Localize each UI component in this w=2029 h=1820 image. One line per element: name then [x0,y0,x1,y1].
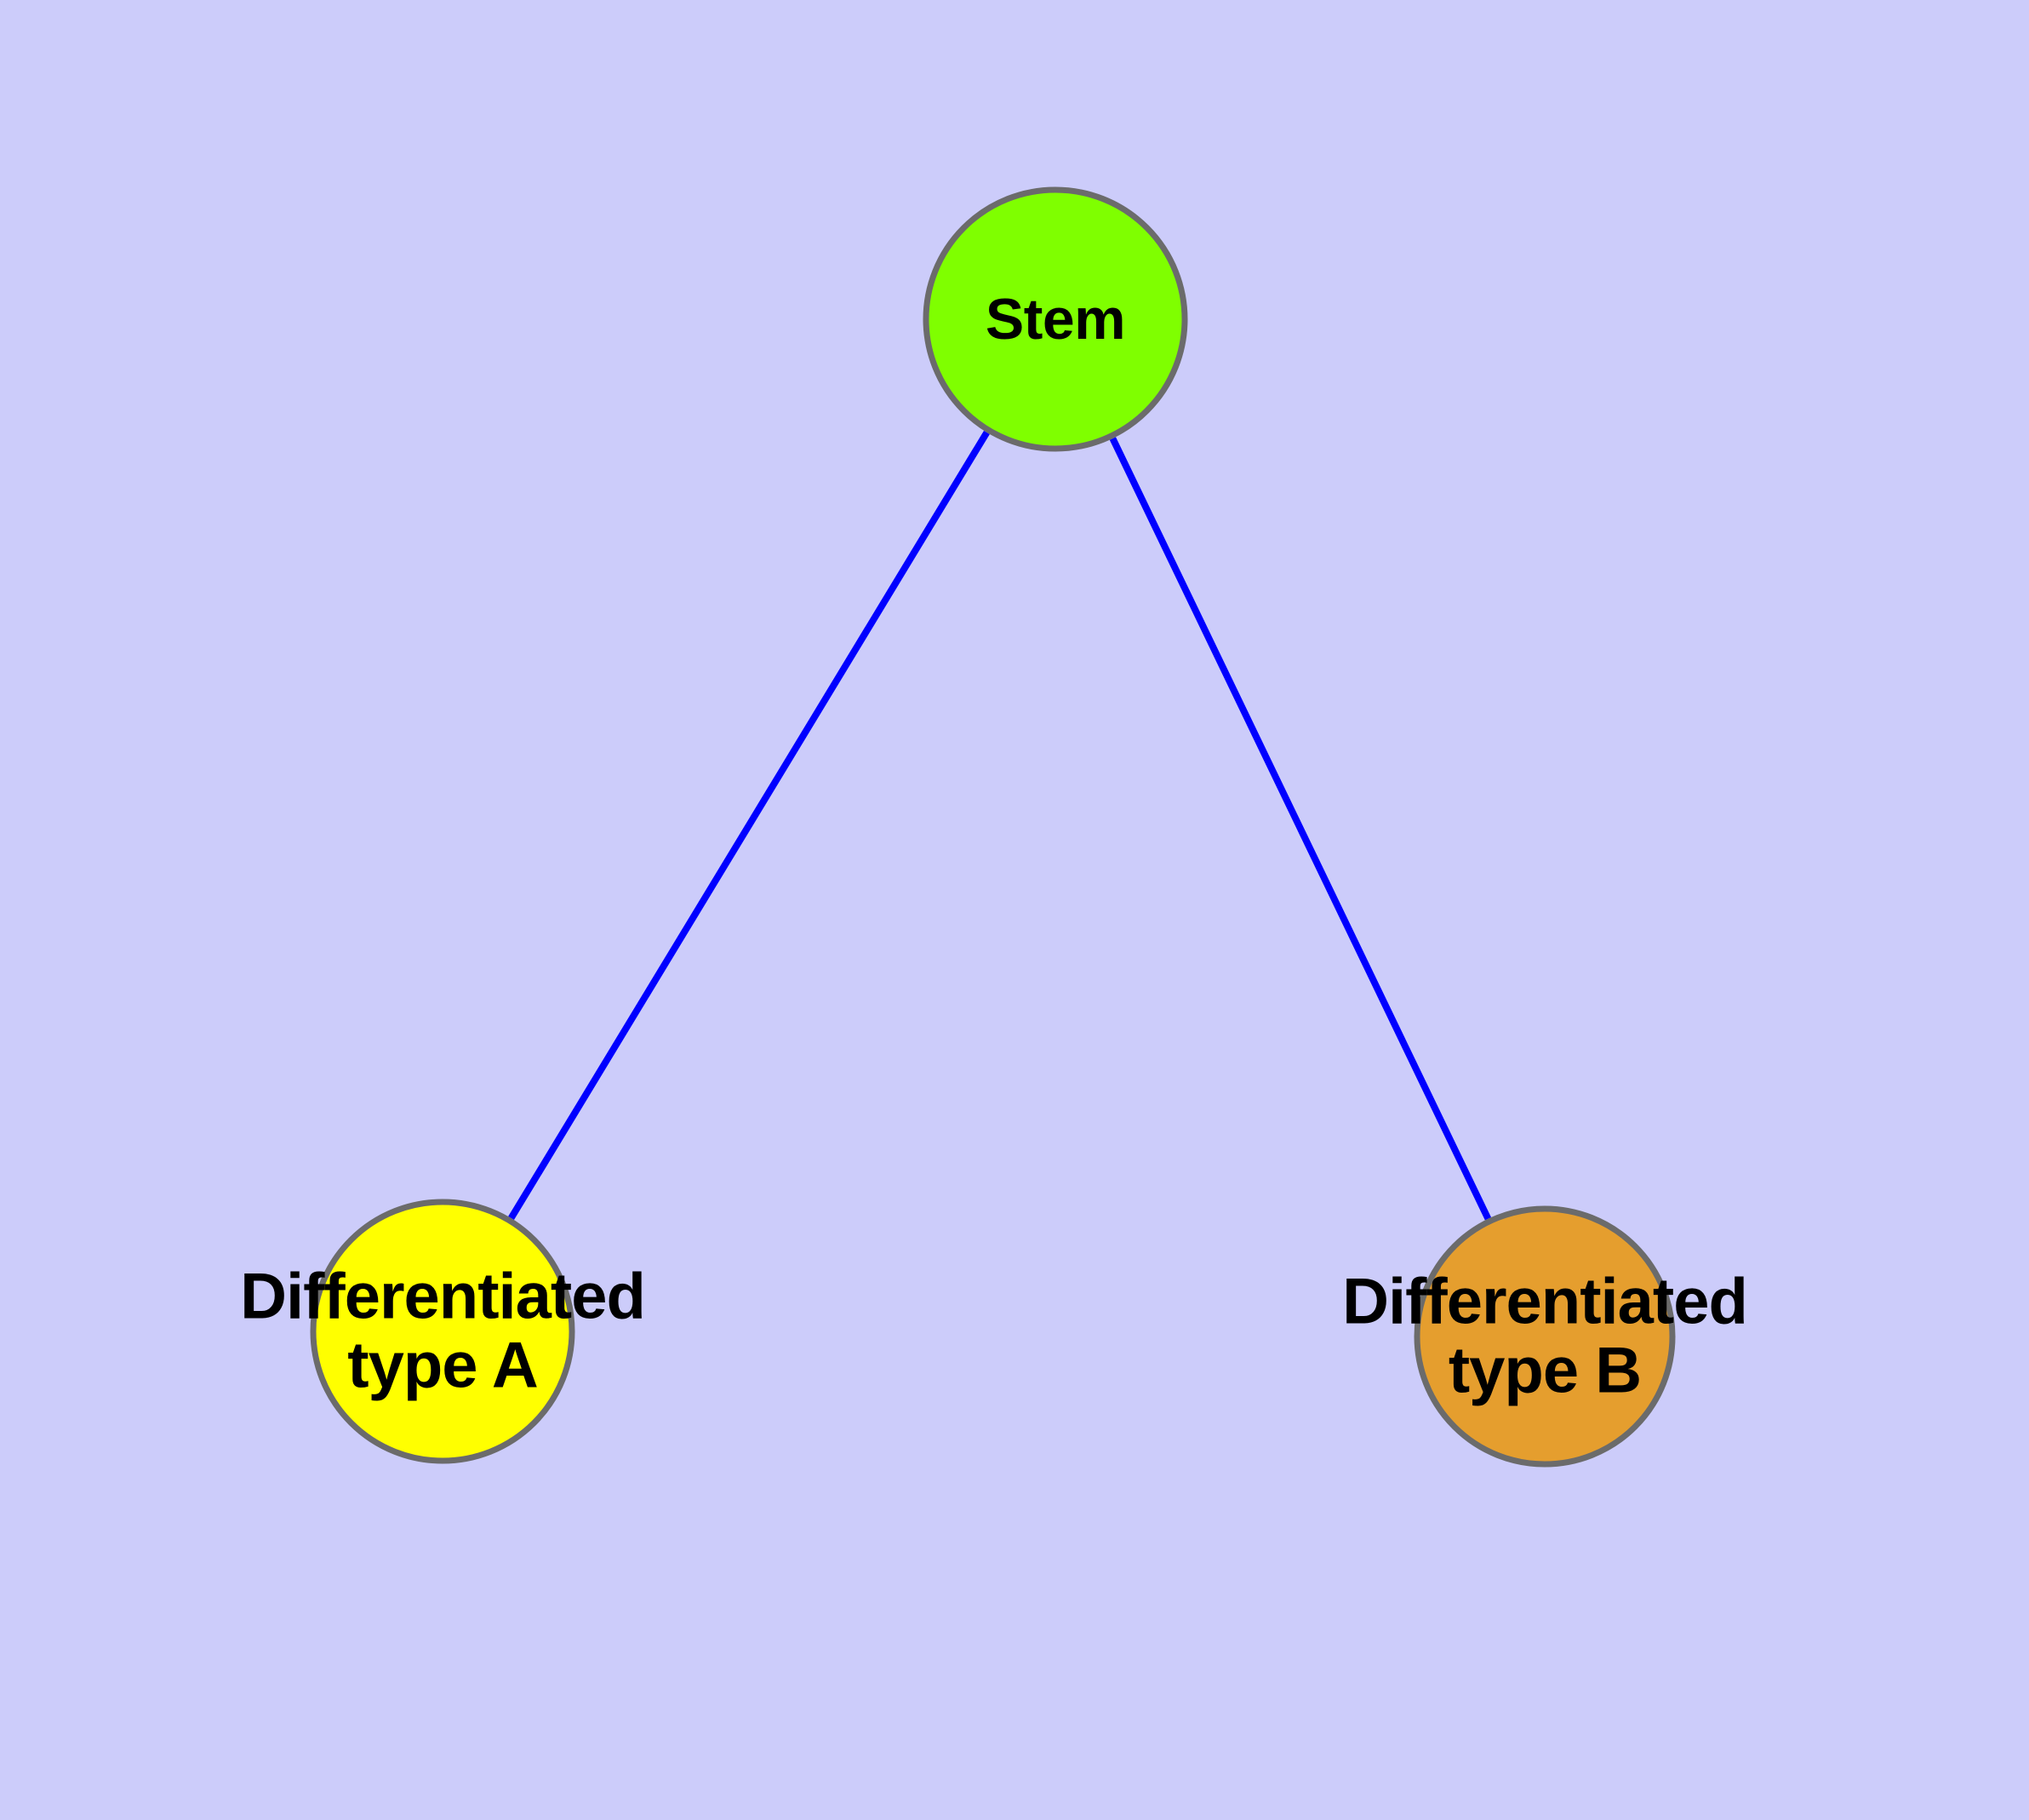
graph-node-diff-a[interactable] [310,1199,575,1464]
edge-layer [508,430,1492,1221]
graph-node-stem[interactable] [923,186,1188,452]
node-layer [310,186,1676,1468]
graph-node-diff-b[interactable] [1414,1205,1676,1468]
graph-edge-stem-to-diff-b[interactable] [1109,437,1492,1221]
graph-edge-stem-to-diff-a[interactable] [508,430,990,1221]
